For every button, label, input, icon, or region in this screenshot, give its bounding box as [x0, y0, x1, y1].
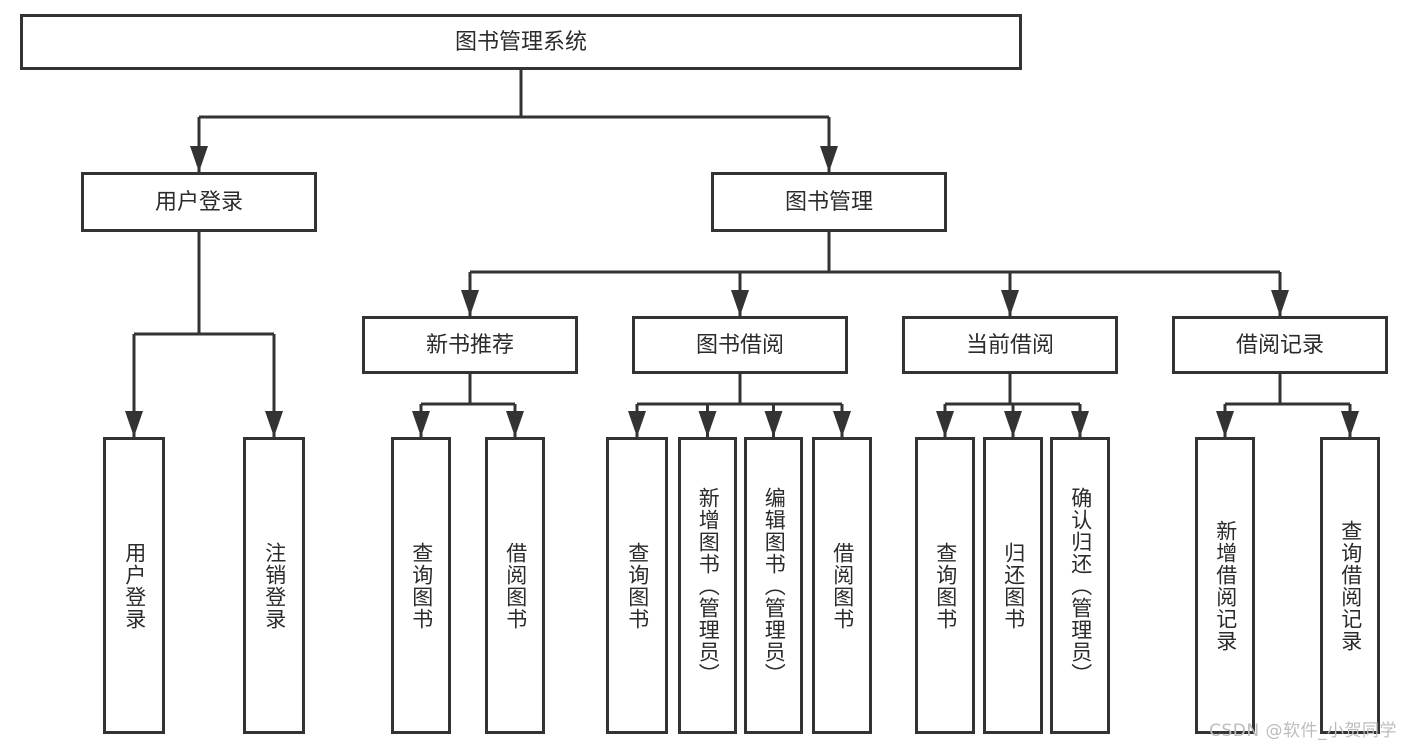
arrow-icon-l4-edit-book [764, 411, 783, 437]
node-l3-current-borrow-box[interactable] [902, 316, 1118, 374]
arrow-icon-l4-query-book-a [412, 411, 430, 437]
arrow-icon-l4-borrow-book-b [833, 411, 851, 437]
node-l4-edit-book-box[interactable] [744, 437, 803, 734]
node-l4-query-book-b-box[interactable] [606, 437, 668, 734]
node-l2-user-login-label: 用户登录 [155, 190, 243, 215]
node-l3-book-borrow-label: 图书借阅 [696, 333, 784, 358]
node-l4-borrow-book-a[interactable] [485, 437, 545, 734]
arrow-icon-l4-query-record [1341, 411, 1359, 437]
node-l2-book-manage-box[interactable] [711, 172, 947, 232]
node-l3-current-borrow[interactable]: 当前借阅 [902, 316, 1118, 374]
node-l4-add-record[interactable] [1195, 437, 1255, 734]
node-l4-query-book-a[interactable] [391, 437, 451, 734]
arrow-icon-l4-query-book-c [936, 411, 954, 437]
arrow-icon-l2-book-manage [820, 146, 838, 172]
node-l4-user-logout[interactable] [243, 437, 305, 734]
node-l2-user-login-box[interactable] [81, 172, 317, 232]
arrow-icon-l4-borrow-book-a [506, 411, 524, 437]
node-l4-borrow-book-a-box[interactable] [485, 437, 545, 734]
arrow-icon-l3-borrow-record [1271, 290, 1289, 316]
node-l4-query-record[interactable] [1320, 437, 1380, 734]
node-l4-add-book[interactable] [678, 437, 737, 734]
node-l3-book-borrow-box[interactable] [632, 316, 848, 374]
node-l4-query-record-box[interactable] [1320, 437, 1380, 734]
watermark-text: CSDN @软件_小贺同学 [1209, 721, 1397, 741]
edges-layer [125, 70, 1359, 437]
node-l4-edit-book[interactable] [744, 437, 803, 734]
node-l4-return-book-box[interactable] [983, 437, 1043, 734]
arrow-icon-l2-user-login [190, 146, 208, 172]
node-root[interactable]: 图书管理系统 [20, 14, 1022, 70]
node-l4-user-login-box[interactable] [103, 437, 165, 734]
node-l2-book-manage-label: 图书管理 [785, 190, 873, 215]
node-l3-new-book-rec[interactable]: 新书推荐 [362, 316, 578, 374]
node-root-label: 图书管理系统 [455, 30, 587, 55]
node-l2-user-login[interactable]: 用户登录 [81, 172, 317, 232]
node-l3-book-borrow[interactable]: 图书借阅 [632, 316, 848, 374]
node-l4-query-book-b[interactable] [606, 437, 668, 734]
arrow-icon-l4-add-record [1216, 411, 1234, 437]
node-l4-confirm-return-box[interactable] [1050, 437, 1110, 734]
node-l4-borrow-book-b-box[interactable] [812, 437, 872, 734]
node-l3-new-book-rec-label: 新书推荐 [426, 333, 514, 358]
node-l3-borrow-record-label: 借阅记录 [1236, 333, 1324, 358]
node-l4-query-book-c-box[interactable] [915, 437, 975, 734]
node-l4-add-book-box[interactable] [678, 437, 737, 734]
arrow-icon-l4-user-logout [265, 411, 283, 437]
arrow-icon-l3-book-borrow [731, 290, 749, 316]
arrow-icon-l3-new-book-rec [461, 290, 479, 316]
node-l4-borrow-book-b[interactable] [812, 437, 872, 734]
node-l4-confirm-return[interactable] [1050, 437, 1110, 734]
node-l3-new-book-rec-box[interactable] [362, 316, 578, 374]
arrow-icon-l3-current-borrow [1001, 290, 1019, 316]
arrow-icon-l4-return-book [1004, 411, 1022, 437]
node-l4-query-book-a-box[interactable] [391, 437, 451, 734]
arrow-icon-l4-query-book-b [628, 411, 646, 437]
node-l4-return-book[interactable] [983, 437, 1043, 734]
node-l3-borrow-record[interactable]: 借阅记录 [1172, 316, 1388, 374]
node-l4-user-login[interactable] [103, 437, 165, 734]
arrow-icon-l4-user-login [125, 411, 143, 437]
node-l4-query-book-c[interactable] [915, 437, 975, 734]
node-l3-current-borrow-label: 当前借阅 [966, 333, 1054, 358]
arrow-icon-l4-confirm-return [1071, 411, 1089, 437]
arrow-icon-l4-add-book [698, 411, 717, 437]
node-l4-user-logout-box[interactable] [243, 437, 305, 734]
node-root-box[interactable] [20, 14, 1022, 70]
node-l4-add-record-box[interactable] [1195, 437, 1255, 734]
node-l3-borrow-record-box[interactable] [1172, 316, 1388, 374]
node-l2-book-manage[interactable]: 图书管理 [711, 172, 947, 232]
